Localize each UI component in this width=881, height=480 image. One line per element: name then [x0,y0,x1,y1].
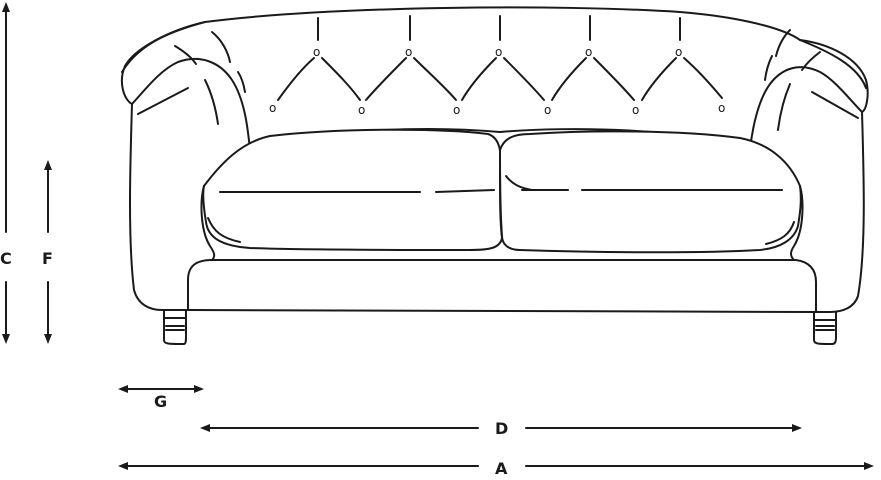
dimension-f: F [42,160,53,344]
tuft-button: o [544,103,551,117]
tuft-button: o [495,45,502,59]
sofa-right-arm-scroll [775,29,791,57]
sofa-right-arm-scroll-2 [801,51,821,71]
dimension-a-label: A [495,459,508,475]
dimension-f-label: F [42,249,53,268]
sofa: o o o o o o o o o o o [121,6,869,345]
sofa-buttons: o o o o o o o o o o o [269,45,725,117]
sofa-left-arm-pleat-2 [237,71,246,93]
arrow-up-icon [44,160,52,170]
sofa-right-arm-front [790,185,804,261]
arrow-left-icon [118,385,128,393]
sofa-base [187,259,817,313]
sofa-left-arm-crease [137,87,189,115]
sofa-right-arm [799,39,869,313]
arrow-left-icon [200,424,210,432]
arrow-right-icon [792,424,802,432]
sofa-right-arm-pleat [777,83,791,131]
tuft-button: o [718,101,725,115]
sofa-left-leg [163,309,187,345]
sofa-back-tufting [277,15,723,101]
arrow-left-icon [118,462,128,470]
arrow-right-icon [864,462,874,470]
sofa-right-arm-crease [811,91,859,119]
sofa-right-cushion-upper [505,175,533,191]
tuft-button: o [269,101,276,115]
arrow-down-icon [44,334,52,344]
tuft-button: o [632,103,639,117]
tuft-button: o [313,45,320,59]
dimension-c: C [0,2,12,344]
sofa-left-arm-front [200,185,216,261]
sofa-right-leg [813,311,837,345]
sofa-left-arm-inner [131,57,251,151]
sofa-right-arm-inner [749,66,863,151]
dimension-d: D [200,419,802,438]
sofa-back-top [121,6,867,89]
tuft-button: o [405,45,412,59]
tuft-button: o [675,45,682,59]
dimension-d-label: D [495,419,508,438]
sofa-right-arm-pleat-2 [764,55,773,81]
sofa-left-arm-scroll-2 [174,45,197,65]
sofa-right-cushion-lower [765,221,795,245]
sofa-base-bottom [161,309,831,313]
sofa-left-arm [121,21,206,311]
sofa-left-seat-cushion [202,128,503,251]
tuft-button: o [358,103,365,117]
tuft-button: o [585,45,592,59]
sofa-left-arm-scroll [211,31,231,63]
arrow-down-icon [2,334,10,344]
dimension-g-label: G [154,392,167,411]
sofa-left-arm-pleat [204,79,219,125]
tuft-button: o [453,103,460,117]
dimension-g: G [118,385,204,411]
arrow-up-icon [2,2,10,12]
sofa-left-cushion-seam-2 [435,189,495,193]
dimension-a: A [118,459,874,478]
sofa-base-line [187,309,817,313]
dimension-c-label: C [0,249,12,268]
sofa-right-seat-cushion [499,130,802,254]
sofa-left-cushion-lower [207,217,241,243]
arrow-right-icon [194,385,204,393]
